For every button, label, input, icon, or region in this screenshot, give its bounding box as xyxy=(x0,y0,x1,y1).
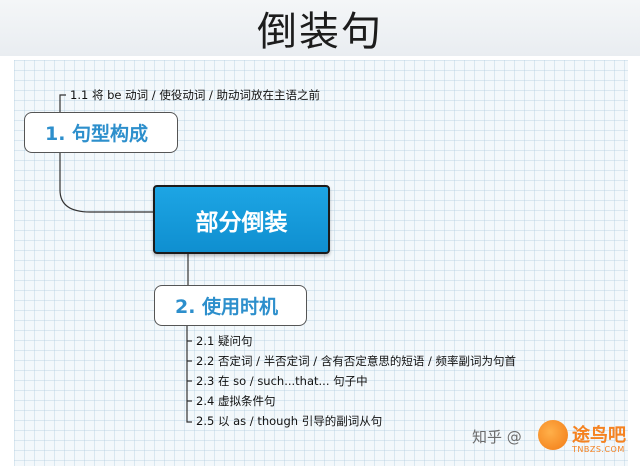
branch1-note-1: 1.1 将 be 动词 / 使役动词 / 助动词放在主语之前 xyxy=(70,88,320,102)
branch2-note-3: 2.3 在 so / such...that... 句子中 xyxy=(196,374,368,388)
branch2-note-1: 2.1 疑问句 xyxy=(196,334,253,348)
logo-icon xyxy=(538,420,568,450)
branch1-node: 1. 句型构成 xyxy=(24,112,178,153)
central-node: 部分倒装 xyxy=(153,185,330,254)
watermark-text: 知乎 @ xyxy=(472,428,522,446)
title-bar: 倒装句 xyxy=(0,0,640,56)
page-title: 倒装句 xyxy=(257,9,383,55)
logo-text: 途鸟吧 xyxy=(572,425,626,446)
branch2-node: 2. 使用时机 xyxy=(154,285,307,326)
logo-url: TNBZS.COM xyxy=(572,445,625,454)
site-logo: 途鸟吧 TNBZS.COM xyxy=(538,418,634,462)
branch2-note-5: 2.5 以 as / though 引导的副词从句 xyxy=(196,414,383,428)
branch2-note-4: 2.4 虚拟条件句 xyxy=(196,394,276,408)
branch2-note-2: 2.2 否定词 / 半否定词 / 含有否定意思的短语 / 频率副词为句首 xyxy=(196,354,516,368)
